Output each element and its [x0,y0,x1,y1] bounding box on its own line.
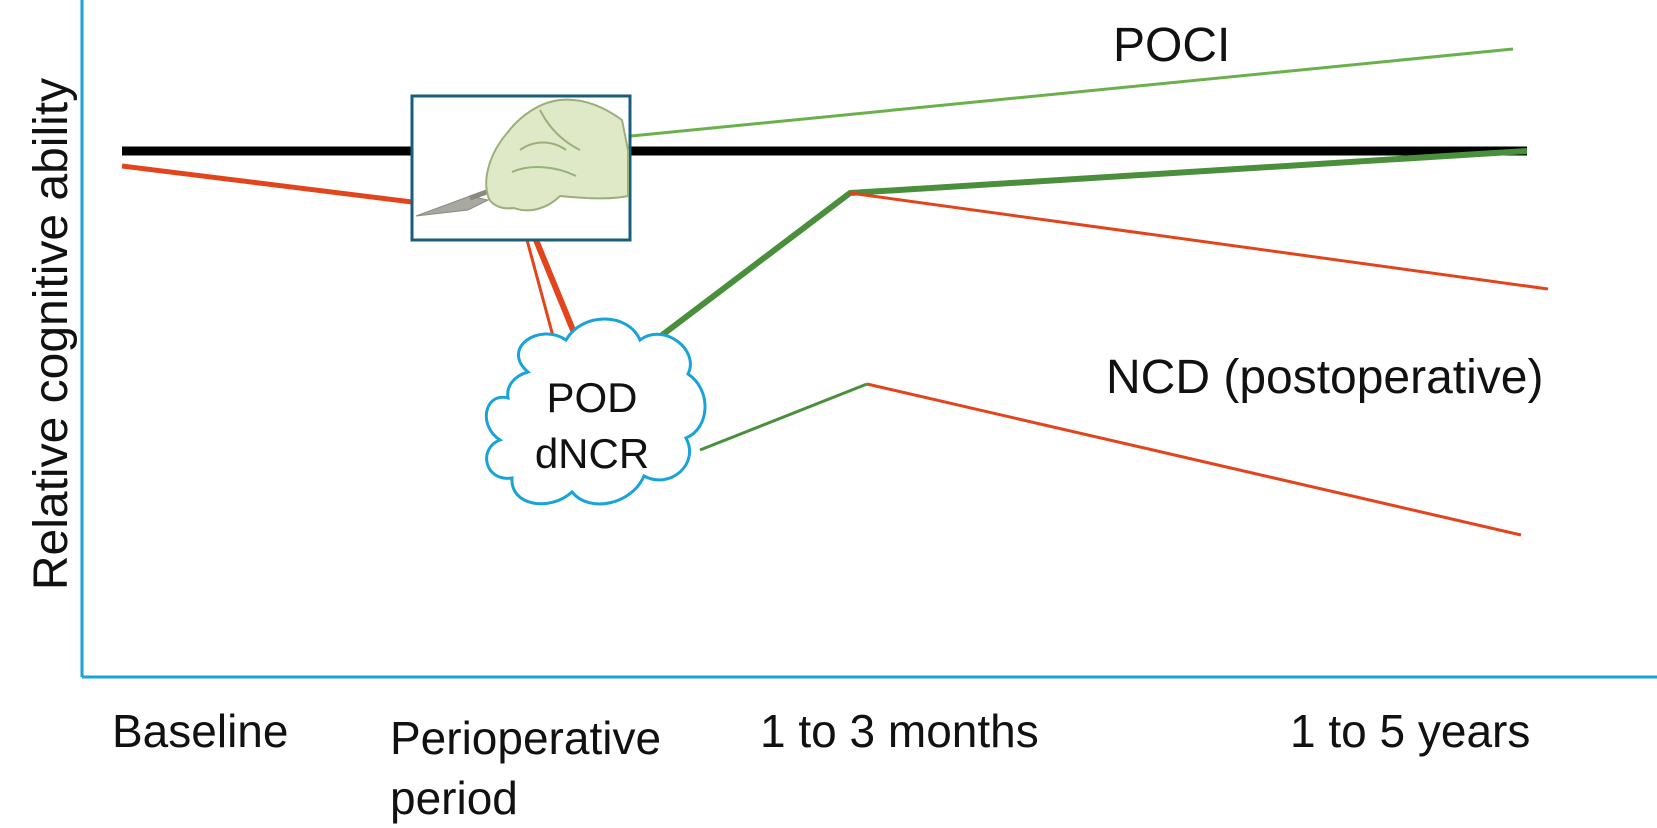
cloud-callout [484,317,707,506]
ncd-label: NCD (postoperative) [1106,351,1544,404]
x-tick-perioperative-line1: Perioperative [390,712,662,764]
partial-recovery-line [699,382,868,452]
poci-label: POCI [1113,19,1231,72]
x-tick-perioperative: Perioperative period [390,708,661,828]
x-tick-perioperative-line2: period [390,772,518,824]
poci-line [630,47,1514,138]
preop-decline-line [121,163,413,205]
y-axis-label: Relative cognitive ability [25,77,78,591]
scalpel-in-gloved-hand-icon [410,94,632,242]
cloud-label-dncr: dNCR [534,430,650,477]
late-decline-line-upper [849,191,1549,291]
late-decline-line-lower [866,382,1522,537]
x-tick-months: 1 to 3 months [760,705,1039,757]
x-tick-years: 1 to 5 years [1290,705,1531,757]
recovery-line [643,148,1528,351]
cloud-label-pod: POD [546,374,638,421]
x-tick-baseline: Baseline [112,705,289,757]
